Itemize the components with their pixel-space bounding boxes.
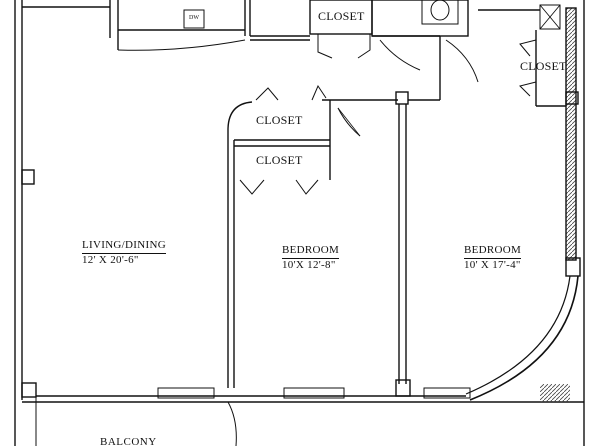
dw-box	[183, 9, 205, 29]
window-bed1	[283, 387, 345, 399]
mech-x2	[539, 4, 561, 30]
living-name: LIVING/DINING	[82, 239, 166, 251]
column-left-upper	[21, 169, 35, 185]
column-left-lower	[21, 382, 37, 398]
column-bed-divider	[395, 379, 411, 397]
bedroom-2-dimensions: 10' X 17'-4"	[464, 258, 522, 271]
window-living	[157, 387, 215, 399]
door-closet-top-right	[357, 34, 371, 59]
living-dimensions: 12' X 20'-6"	[82, 253, 166, 266]
toilet-bowl	[430, 0, 450, 21]
door-closet-mid-2	[311, 84, 327, 101]
label-balcony: BALCONY	[100, 436, 157, 448]
column-hall	[395, 91, 409, 105]
door-closet-top-left	[317, 34, 333, 59]
toilet-tank	[421, 0, 459, 25]
door-swing-bath-2	[445, 39, 479, 83]
bath-outline	[371, 0, 469, 37]
label-closet-mid-lower: CLOSET	[256, 153, 303, 167]
door-closet-mid-3	[239, 179, 265, 195]
label-closet-mid-upper: CLOSET	[256, 113, 303, 127]
bedroom-1-dimensions: 10'X 12'-8"	[282, 258, 340, 271]
balcony-right-hatch	[540, 384, 570, 402]
label-closet-top: CLOSET	[318, 9, 365, 23]
column-right-lower	[565, 257, 581, 277]
door-closet-right-2	[519, 81, 537, 97]
door-closet-mid-1	[255, 87, 279, 101]
label-bedroom-2: BEDROOM 10' X 17'-4"	[464, 244, 522, 271]
wall-right-hatched	[565, 7, 577, 261]
window-bed2	[423, 387, 471, 399]
label-bedroom-1: BEDROOM 10'X 12'-8"	[282, 244, 340, 271]
wall-curve-outer	[469, 275, 579, 401]
bedroom-1-name: BEDROOM	[282, 244, 340, 256]
door-swing-bed1	[337, 107, 361, 137]
mech-box	[539, 4, 561, 30]
door-closet-right-1	[519, 39, 537, 57]
wall-closet-curve	[227, 101, 253, 388]
door-swing-bath	[379, 39, 421, 71]
door-balcony-swing	[227, 401, 237, 446]
label-dw: DW	[189, 15, 199, 21]
door-swing-kitchen	[117, 39, 246, 51]
bedroom-2-name: BEDROOM	[464, 244, 522, 256]
column-right-upper	[565, 91, 579, 105]
door-closet-mid-4	[295, 179, 319, 195]
wall-curve-inner	[465, 275, 571, 395]
door-bed1-leaf	[337, 107, 361, 137]
label-closet-right: CLOSET	[520, 59, 567, 73]
label-living-dining: LIVING/DINING 12' X 20'-6"	[82, 240, 166, 266]
